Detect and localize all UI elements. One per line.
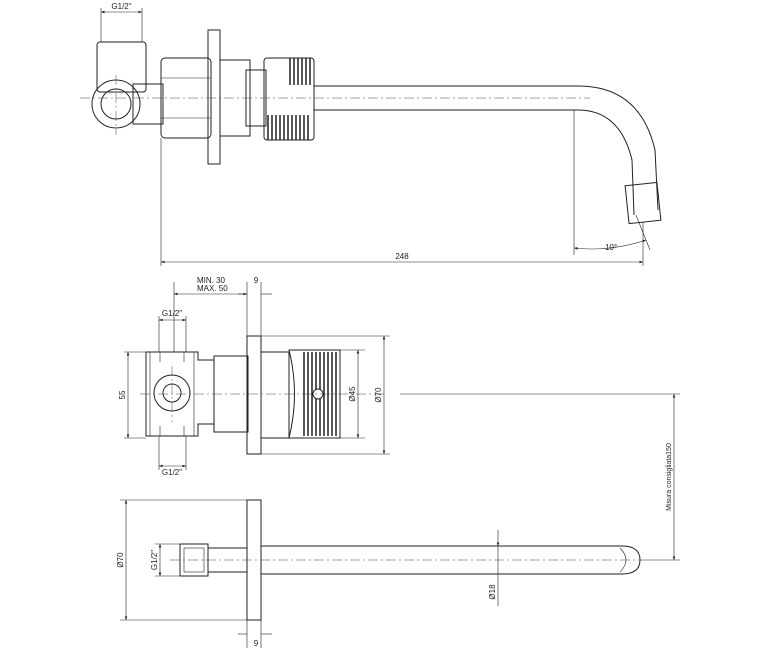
- middle-view: MIN. 30 MAX. 50 9 G1/2": [118, 276, 680, 561]
- spout-angle-label: 10°: [605, 243, 617, 252]
- spout-top: [314, 85, 659, 211]
- knurled-knob-mid: [288, 349, 341, 439]
- inlet-connector: [96, 41, 147, 93]
- wall-plate-mid: [246, 335, 262, 455]
- plate-thickness-bottom-label: 9: [254, 639, 259, 648]
- valve-body: [160, 57, 212, 139]
- recommended-distance-label: Misura consigliata150: [666, 443, 673, 511]
- depth-min-label: MIN. 30: [197, 276, 226, 285]
- overall-length-label: 248: [395, 252, 409, 261]
- plate-diameter-mid-label: Ø70: [374, 387, 383, 403]
- knurled-knob-top: [263, 57, 315, 141]
- top-thread-label: G1/2": [111, 2, 131, 11]
- bottom-thread-label: G1/2": [150, 550, 159, 570]
- bottom-view: Ø70 G1/2" Ø18 9: [116, 499, 641, 648]
- aerator-top: [624, 181, 662, 225]
- knurl-lines-top: [267, 58, 311, 140]
- spout-diameter-label: Ø18: [488, 584, 497, 600]
- body-height-label: 55: [118, 390, 127, 399]
- inlet-neck: [132, 83, 164, 125]
- wall-plate-top: [207, 29, 221, 165]
- plate-diameter-bottom-label: Ø70: [116, 552, 125, 568]
- plate-thickness-mid-label: 9: [254, 276, 259, 285]
- depth-max-label: MAX. 50: [197, 284, 228, 293]
- side-thread-top-label: G1/2": [162, 309, 182, 318]
- side-thread-bottom-label: G1/2": [162, 468, 182, 477]
- top-view: G1/2" 248 10°: [80, 2, 662, 266]
- knob-diameter-label: Ø45: [348, 386, 357, 402]
